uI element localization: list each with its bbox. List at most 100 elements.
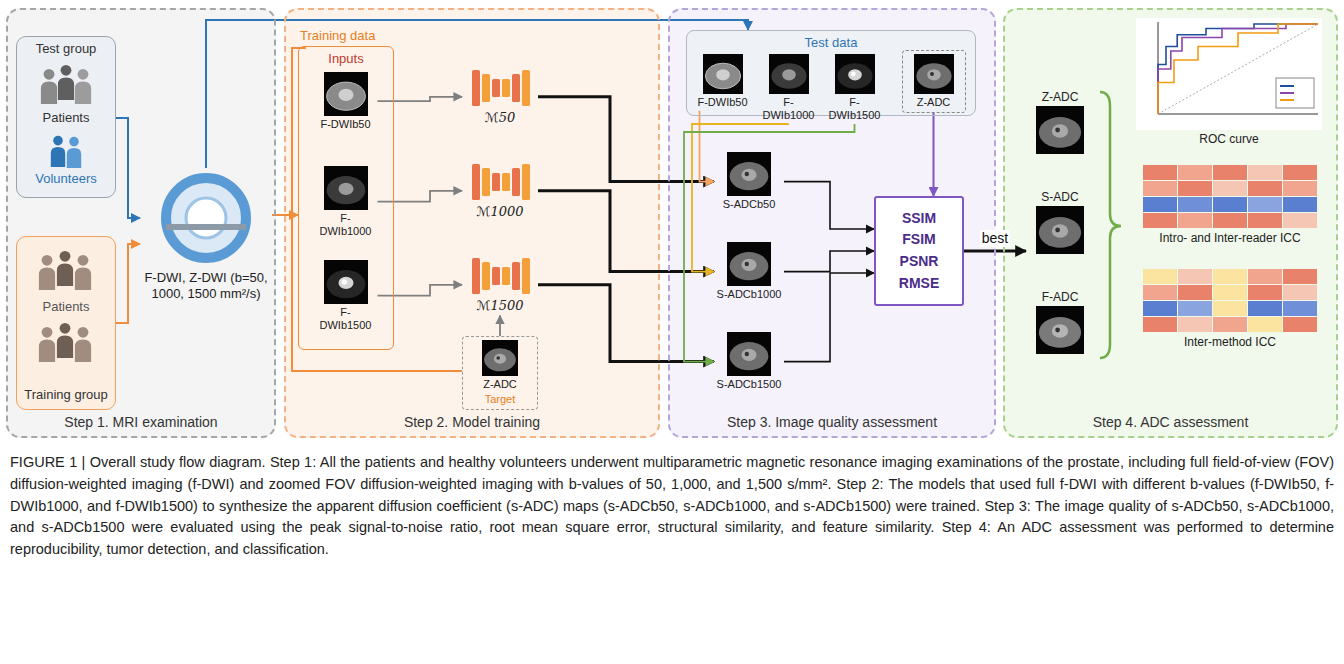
network-layer [512,74,520,102]
group-box: Test dataF-DWIb50F-DWIb1000F-DWIb1500Z-A… [686,30,976,116]
heatmap-plot [1142,268,1318,332]
node-text: Z-ADC [917,96,951,109]
icc-heatmap: Intro- and Inter-reader ICC [1140,162,1320,247]
mri-image [1036,106,1084,154]
image-lesion [930,72,934,76]
heatmap-cell [1248,181,1282,196]
image-lesion [1055,328,1060,333]
heatmap-cell [1213,213,1247,228]
image-prostate [338,88,353,100]
heatmap-cell [1283,285,1317,300]
image-prostate [742,169,757,181]
node-text: Step 4. ADC assessment [1093,414,1249,431]
chart-legend-line [1280,99,1294,101]
image-prostate [338,182,353,194]
image-body [837,63,872,89]
person-icon [39,327,55,362]
box-fill [668,8,996,438]
chart-legend-line [1280,92,1294,94]
chart-legend-box [1276,78,1314,108]
connector [784,182,874,229]
box-fill [6,8,276,438]
heatmap-cell [1143,269,1177,284]
image-thumbnail: S-ADCb1000 [714,240,784,303]
heatmap-cell [1248,197,1282,212]
heatmap-cell [1248,301,1282,316]
image-lesion [745,172,749,176]
image-prostate [1052,325,1068,338]
node-text: S-ADC [1041,190,1078,204]
image-thumbnail: F-DWIb1500 [314,258,378,334]
person-icon [75,327,91,362]
heatmap-cell [1213,301,1247,316]
heatmap-cell [1178,269,1212,284]
image-body [1039,317,1081,348]
image-ground [835,54,875,94]
person-icon [39,255,55,290]
edge-label: best [980,230,1010,247]
annotation: Patients [16,110,116,126]
heatmap-cell [1143,301,1177,316]
heatmap-cell [1283,165,1317,180]
heatmap-cell [1248,317,1282,332]
heatmap-cell [1143,165,1177,180]
figure-caption: FIGURE 1 | Overall study flow diagram. S… [10,452,1334,561]
group-box: InputsF-DWIb50F-DWIb1000F-DWIb1500 [298,46,394,350]
heatmap-cell [1283,181,1317,196]
node-text: Z-ADC [483,378,517,391]
image-thumbnail: F-DWIb1500 [824,52,886,124]
connector [684,124,855,362]
mri-image [324,72,368,116]
image-prostate [1052,225,1068,238]
scanner-bore [186,198,226,238]
node-text: ℳ1000 [477,204,524,220]
box-fill [284,8,660,438]
heatmap-cell [1248,269,1282,284]
label-wrap: Training data [300,28,430,44]
image-thumbnail: S-ADCb50 [714,150,784,213]
node-text: Inputs [328,51,363,67]
image-prostate [1052,125,1068,138]
network-layer [492,79,500,97]
caption-wrap: FIGURE 1 | Overall study flow diagram. S… [10,452,1334,561]
image-ground [1036,106,1084,154]
node-text: Inter-method ICC [1184,335,1276,349]
heatmap-cell [1248,165,1282,180]
step-panel: Step 2. Model trainingInputsF-DWIb50F-DW… [284,8,660,438]
network-layer [522,164,530,200]
image-thumbnail: F-DWIb1000 [314,164,378,240]
connector [378,97,463,101]
label-wrap: Patients [16,110,116,126]
heatmap-cell [1178,301,1212,316]
chart-ground [1136,18,1322,130]
person-icon [41,69,57,104]
heatmap-cell [1283,269,1317,284]
image-thumbnail: F-ADC [1026,288,1094,356]
node-text: Intro- and Inter-reader ICC [1159,231,1300,245]
image-body [730,162,769,190]
model-icon [468,256,532,296]
heatmap-cell [1178,213,1212,228]
label-wrap: Volunteers [16,171,116,187]
network-layer [492,173,500,191]
label-wrap: best [980,230,1010,247]
metrics-box: SSIMFSIMPSNRRMSE [874,196,964,306]
image-body [916,63,951,89]
image-body [326,176,365,204]
node-text: Step 1. MRI examination [64,414,217,431]
group-box: Training group [16,236,116,410]
node-text: RMSE [899,273,939,295]
image-ground [703,54,743,94]
heatmap-cell [1283,213,1317,228]
network-layer [512,262,520,290]
heatmap-cell [1178,285,1212,300]
scanner-icon [158,170,254,266]
heatmap-cell [1178,181,1212,196]
heatmap-cell [1213,317,1247,332]
image-body [326,270,365,298]
image-ground [1036,206,1084,254]
image-lesion [851,71,856,76]
network-layer [502,79,510,97]
roc-curve [1158,24,1318,114]
image-prostate [782,69,796,80]
